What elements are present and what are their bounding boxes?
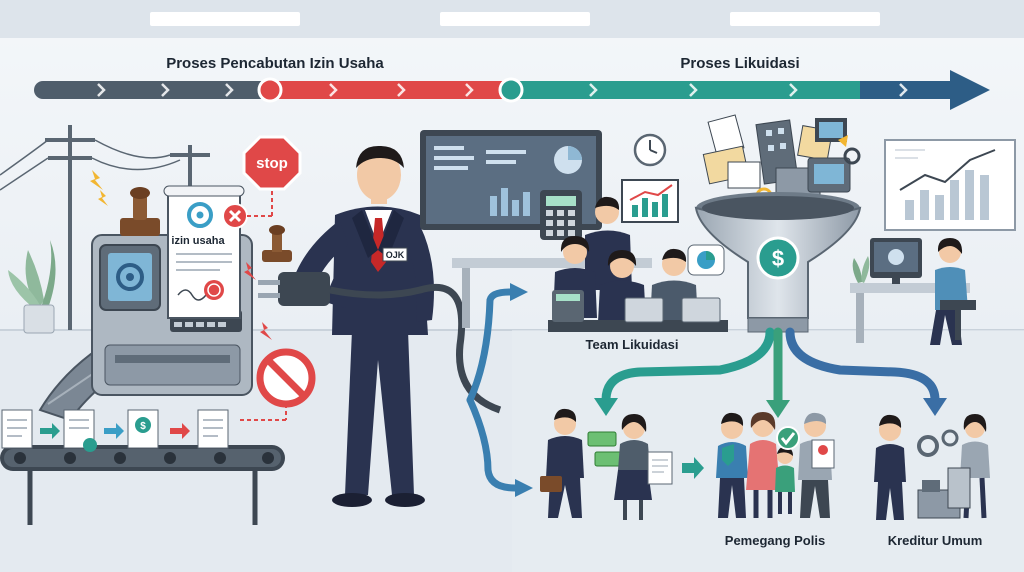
timeline-label-revocation: Proses Pencabutan Izin Usaha [166, 55, 384, 72]
stop-sign-icon: stop [242, 135, 302, 191]
prohibited-icon [256, 348, 316, 408]
rubber-stamp-icon [120, 187, 160, 236]
arrow-icon [766, 400, 790, 418]
arrow-icon [923, 398, 947, 416]
timeline-marker-revocation [257, 77, 283, 103]
power-plug-icon [258, 272, 502, 414]
assets-pile [702, 114, 861, 205]
arrow-icon [170, 423, 190, 439]
general-creditors-label: Kreditur Umum [888, 533, 983, 548]
distribution-arrows [601, 327, 940, 407]
policyholders-family: Pemegang Polis [716, 412, 835, 548]
wall-clock-icon [633, 133, 667, 167]
right-desk-worker [850, 238, 976, 345]
document-title: izin usaha [171, 235, 225, 247]
wall-monitor [420, 130, 602, 230]
timeline-marker-liquidation [498, 77, 524, 103]
process-timeline: Proses Pencabutan Izin Usaha Proses Liku… [34, 55, 990, 110]
general-creditors: Kreditur Umum [874, 414, 990, 548]
shield-icon [722, 444, 734, 466]
gear-icon [917, 435, 939, 457]
gear-icon [187, 202, 213, 228]
gear-icon [843, 147, 861, 165]
license-document: izin usaha [163, 185, 245, 319]
reject-x-icon [222, 203, 248, 229]
payment-scene [540, 408, 704, 520]
timeline-segment-initial [34, 81, 270, 99]
liquidation-funnel: $ [694, 114, 862, 333]
ojk-official: OJK [290, 145, 434, 507]
conveyor-documents: $ [1, 409, 229, 452]
power-lines [0, 139, 181, 191]
timeline-segment-liquidation [510, 81, 950, 99]
gear-icon [941, 429, 959, 447]
coin-icon: $ [772, 246, 784, 271]
stop-sign-label: stop [256, 155, 288, 172]
arrow-icon [515, 479, 533, 497]
handheld-stamp-icon [262, 225, 292, 262]
ceiling-lights [150, 12, 880, 26]
arrow-icon [40, 423, 60, 439]
team-liquidation-label: Team Likuidasi [586, 337, 679, 352]
liquidation-team: Team Likuidasi [540, 179, 728, 352]
flow-arrows-center [466, 288, 519, 492]
potted-plant [8, 240, 56, 334]
ojk-badge: OJK [386, 250, 405, 260]
doc-coin-icon: $ [140, 421, 146, 432]
timeline-arrowhead [950, 70, 990, 110]
arrow-icon [510, 283, 528, 301]
gear-icon [116, 263, 144, 291]
small-plant [852, 256, 870, 283]
chart-board [621, 179, 679, 223]
wall-chart-board [884, 139, 1016, 231]
arrow-icon [682, 457, 704, 479]
policyholders-label: Pemegang Polis [725, 533, 825, 548]
arrow-icon [594, 398, 618, 416]
arrow-icon [104, 423, 124, 439]
timeline-label-liquidation: Proses Likuidasi [680, 55, 799, 72]
conveyor-belt [0, 445, 285, 525]
timeline-segment-revocation [270, 81, 510, 99]
spark-icons-red [244, 262, 272, 340]
checkmark-icon [776, 426, 800, 450]
spark-icons [90, 170, 108, 206]
seal-icon [204, 280, 224, 300]
